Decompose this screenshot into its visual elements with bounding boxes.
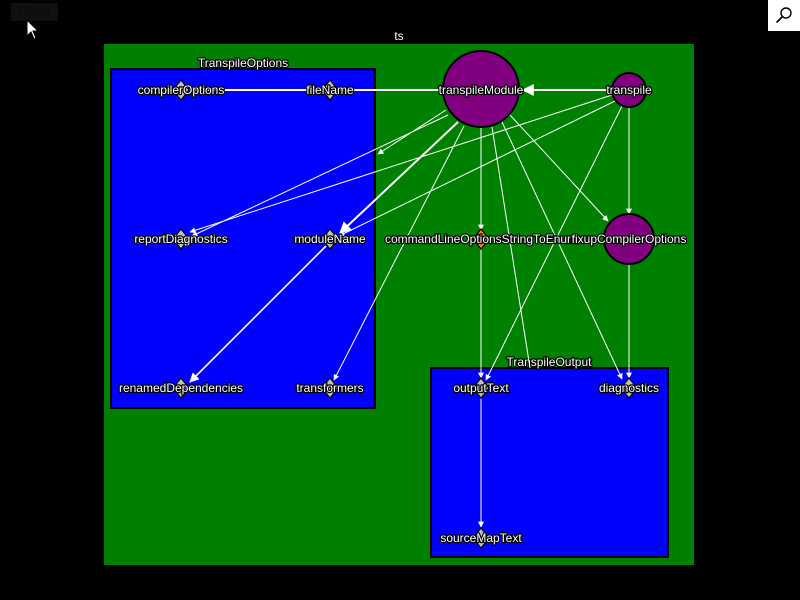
edge-transpilemodule-diagnostics	[501, 121, 623, 380]
module-ts-label: ts	[394, 29, 403, 43]
node-command-line-options-string-to-enum-diamond[interactable]	[472, 228, 490, 250]
node-source-map-text-diamond[interactable]	[472, 527, 490, 549]
group-transpile-output[interactable]	[430, 367, 669, 558]
node-source-map-text[interactable]: sourceMapText	[439, 527, 524, 549]
node-compiler-options-label: compilerOptions	[138, 83, 225, 97]
node-renamed-dependencies-diamond[interactable]	[172, 377, 190, 399]
node-output-text-diamond[interactable]	[472, 377, 490, 399]
node-transpile-module-circle[interactable]	[442, 50, 520, 128]
node-source-map-text-label: sourceMapText	[440, 531, 522, 545]
node-renamed-dependencies-label: renamedDependencies	[119, 381, 243, 395]
node-transformers[interactable]: transformers	[295, 377, 365, 399]
node-diagnostics-label: diagnostics	[599, 381, 659, 395]
node-fixup-compiler-options-label: fixupCompilerOptions	[572, 232, 687, 246]
node-fixup-compiler-options-circle[interactable]	[603, 213, 655, 265]
node-fixup-compiler-options[interactable]	[603, 213, 655, 265]
node-compiler-options-diamond[interactable]	[172, 79, 190, 101]
edge-layer	[189, 84, 632, 528]
node-transformers-diamond[interactable]	[321, 377, 339, 399]
node-report-diagnostics-diamond[interactable]	[172, 228, 190, 250]
node-file-name-diamond[interactable]	[321, 79, 339, 101]
search-button[interactable]	[768, 0, 800, 31]
reset-button[interactable]: Reset	[11, 3, 58, 21]
node-output-text[interactable]: outputText	[452, 377, 511, 399]
edge-transpile-outputtext	[485, 105, 623, 381]
node-command-line-options-string-to-enum[interactable]: commandLineOptionsStringToEnum	[384, 228, 578, 250]
node-transpile-label: transpile	[606, 83, 652, 97]
node-transpile[interactable]: transpile	[605, 72, 653, 108]
group-transpile-output-label: TranspileOutput	[507, 355, 593, 369]
node-transpile-circle[interactable]	[611, 72, 647, 108]
edge-modulename-renameddependencies	[189, 245, 327, 383]
node-transformers-label: transformers	[296, 381, 363, 395]
edge-transpilemodule-modulename	[339, 121, 459, 234]
search-icon	[776, 7, 792, 23]
edge-transpilemodule-transformers	[333, 125, 465, 381]
node-file-name-label: fileName	[306, 83, 354, 97]
node-file-name[interactable]: fileName	[305, 79, 355, 101]
node-report-diagnostics-label: reportDiagnostics	[134, 232, 227, 246]
node-output-text-label: outputText	[453, 381, 509, 395]
node-module-name-diamond[interactable]	[321, 228, 339, 250]
node-compiler-options[interactable]: compilerOptions	[136, 79, 226, 101]
node-command-line-options-string-to-enum-label: commandLineOptionsStringToEnum	[385, 232, 577, 246]
node-renamed-dependencies[interactable]: renamedDependencies	[118, 377, 244, 399]
node-module-name-label: moduleName	[294, 232, 366, 246]
edge-transpilemodule-transpileoutput	[491, 126, 531, 369]
node-diagnostics[interactable]: diagnostics	[598, 377, 660, 399]
node-transpile-module-label: transpileModule	[439, 83, 524, 97]
node-diagnostics-diamond[interactable]	[620, 377, 638, 399]
node-report-diagnostics[interactable]: reportDiagnostics	[133, 228, 229, 250]
edge-transpilemodule-reportdiagnostics	[191, 114, 449, 237]
node-transpile-module[interactable]: transpileModule	[437, 50, 525, 128]
edge-transpilemodule-fixup	[509, 114, 609, 222]
node-module-name[interactable]: moduleName	[293, 228, 367, 250]
edge-transpile-modulename	[338, 100, 616, 237]
edge-transpile-reportdiagnostics	[189, 94, 613, 234]
group-transpile-options-label: TranspileOptions	[198, 56, 288, 70]
